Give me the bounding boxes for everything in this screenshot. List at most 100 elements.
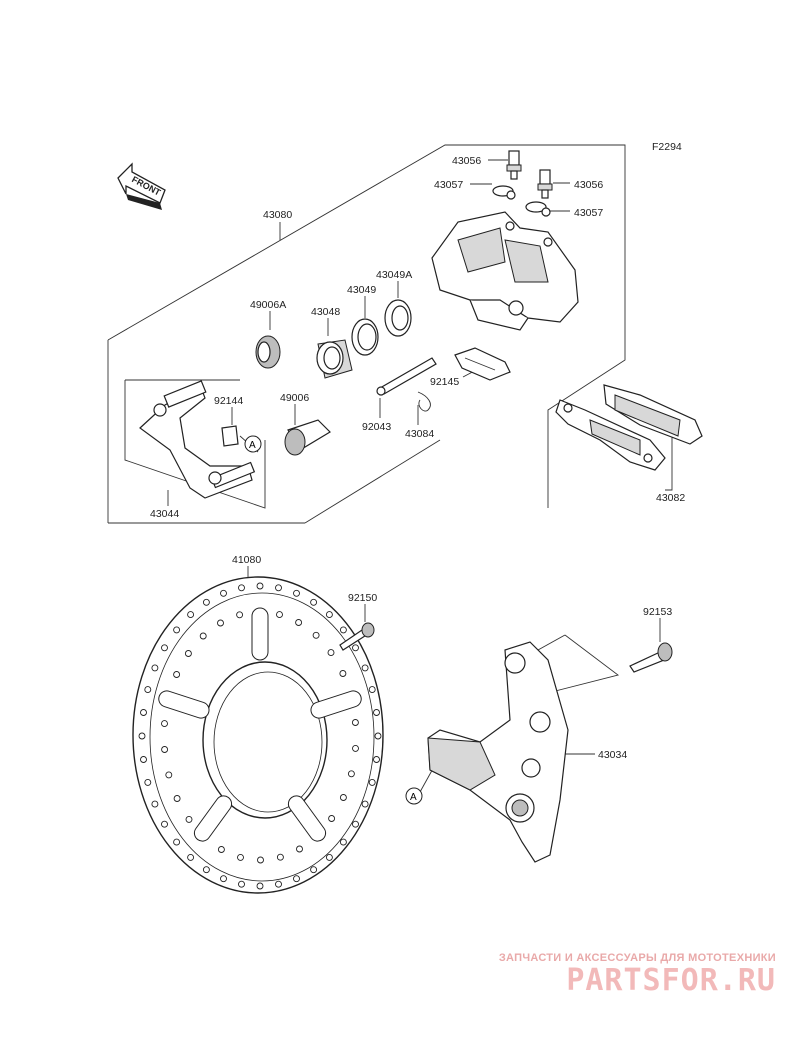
disc-hole [144,778,152,786]
disc-hole [257,856,264,864]
disc-hole [202,598,210,606]
disc-hole [368,686,376,694]
disc-hole [161,644,168,652]
pad-pin-92043 [376,357,437,396]
disc-hole [238,880,245,888]
disc-hole [236,611,244,619]
boot-49006 [284,419,331,456]
brake-pads-43082 [555,384,703,471]
disc-hole [293,875,300,883]
label-43056-a: 43056 [452,155,481,167]
disc-hole [373,756,380,763]
label-43048: 43048 [311,306,340,318]
callout-a-lower: A [405,787,423,805]
label-43044: 43044 [150,508,179,520]
label-43056-b: 43056 [574,179,603,191]
disc-slots [158,607,362,842]
dust-seal-43049A [384,299,412,337]
bleeder-cap-43057-a [492,185,516,200]
disc-hole [339,838,347,846]
bleeder-valve-43056-a [506,150,522,180]
disc-hole [361,800,369,808]
disc-hole [173,838,181,846]
disc-hole [351,719,359,726]
disc-hole [310,866,318,874]
disc-hole [352,644,359,652]
bleeder-valve-43056-b [537,169,553,199]
r-clip-43084 [417,391,431,412]
disc-hole [312,631,320,639]
watermark-logo: PARTSFOR.RU [566,963,776,998]
callout-a-label: A [249,440,256,451]
label-92144: 92144 [214,395,243,407]
label-41080: 41080 [232,554,261,566]
disc-hole [374,732,382,740]
disc-hole [161,720,168,728]
disc-hole [293,589,300,597]
disc-hole [151,800,159,808]
caliper-body [431,211,579,331]
disc-hole [220,875,227,883]
disc-hole [173,626,181,634]
disc-hole [327,649,335,657]
brake-disc-41080 [132,576,384,894]
label-92153: 92153 [643,606,672,618]
disc-hole [276,611,283,619]
disc-hole [275,584,282,592]
disc-hole [339,670,347,677]
disc-hole [373,709,380,716]
label-43057-a: 43057 [434,179,463,191]
disc-hole [310,598,318,606]
disc-hole [144,686,152,694]
disc-hole [138,732,146,740]
disc-hole [256,582,264,590]
disc-hole [352,744,359,752]
figure-code: F2294 [652,141,682,153]
disc-hole [352,820,359,828]
label-43080: 43080 [263,209,292,221]
caliper-mount-43034 [427,641,569,863]
disc-hole [276,853,284,861]
disc-hole [184,650,192,657]
disc-hole [220,589,227,597]
pad-spring-92145 [454,347,511,381]
piston-43048 [316,339,353,379]
disc-hole [161,820,168,828]
label-92043: 92043 [362,421,391,433]
front-arrow-icon: FRONT [117,162,166,210]
disc-hole [339,794,347,801]
label-92145: 92145 [430,376,459,388]
disc-slot [287,795,327,842]
bleeder-cap-43057-b [525,201,551,217]
disc-hole [238,584,245,592]
label-43049: 43049 [347,284,376,296]
disc-hole [199,632,207,640]
disc-hole [339,626,347,634]
disc-hole [140,756,147,763]
disc-hole [275,880,282,888]
disc-hole [256,882,264,890]
disc-slot [310,690,362,719]
disc-hole [140,709,147,716]
disc-holes [138,582,382,890]
caliper-bracket-43044 [139,380,256,499]
disc-hole [161,746,169,753]
disc-slot [251,607,269,661]
label-43084: 43084 [405,428,434,440]
label-43082: 43082 [656,492,685,504]
disc-hole [325,853,333,861]
caliper-assembly-frame [107,144,626,524]
disc-hole [217,619,224,627]
disc-hole [185,815,193,823]
disc-hole [368,778,376,786]
disc-hole [187,611,195,619]
label-43049A: 43049A [376,269,412,281]
label-43034: 43034 [598,749,627,761]
pad-retainer-92144 [221,425,239,447]
disc-hole [202,866,210,874]
callout-a-label: A [410,792,417,803]
disc-slot [158,690,210,719]
callout-a-upper: A [244,435,262,453]
disc-hole [151,664,159,672]
label-43057-b: 43057 [574,207,603,219]
